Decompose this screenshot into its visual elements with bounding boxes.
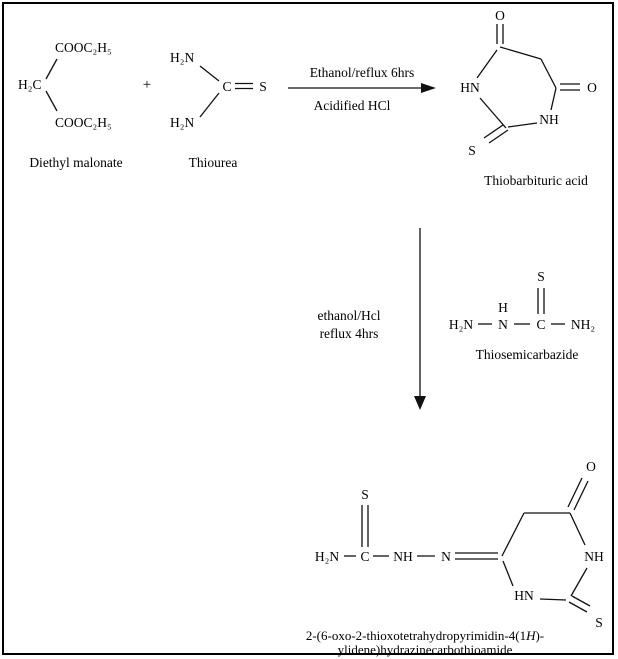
atom-label: NH (584, 549, 604, 564)
product-name-line1: 2-(6-oxo-2-thioxotetrahydropyrimidin-4(1… (255, 629, 595, 643)
atom-label: NH (539, 112, 559, 127)
atom-label: N (441, 549, 451, 564)
atom-label: H₂N (449, 317, 473, 332)
atom-label: O (587, 80, 597, 95)
bonds (45, 58, 58, 112)
reaction-arrow-down: ethanol/Hcl reflux 4hrs (318, 228, 426, 410)
atom-label: H (498, 300, 508, 315)
atom-label: HN (460, 80, 480, 95)
atom-label: H₂N (170, 50, 194, 65)
atom-label: C (360, 549, 369, 564)
thiourea-structure: H₂N H₂N C S Thiourea (170, 50, 267, 170)
thiosemicarbazide-label: Thiosemicarbazide (476, 347, 579, 362)
product-name-caption: 2-(6-oxo-2-thioxotetrahydropyrimidin-4(1… (255, 629, 595, 657)
diethyl-malonate-structure: COOC₂H₅ H₂C COOC₂H₅ Diethyl malonate (18, 40, 123, 170)
atom-label: S (595, 615, 603, 630)
atom-label: O (495, 8, 505, 23)
atom-label: NH₂ (571, 317, 595, 332)
atom-label: O (586, 459, 596, 474)
thiobarbituric-acid-label: Thiobarbituric acid (484, 173, 588, 188)
plus-sign: + (143, 77, 151, 93)
bonds (476, 24, 580, 144)
thiosemicarbazide-structure: S H₂N H N C NH₂ Thiosemicarbazide (449, 269, 595, 362)
atom-label: NH (393, 549, 413, 564)
atom-label: COOC₂H₅ (55, 40, 112, 55)
bonds (478, 288, 565, 325)
reaction-arrow-right: Ethanol/reflux 6hrs Acidified HCl (288, 65, 436, 113)
atom-label: N (498, 317, 508, 332)
bonds (199, 65, 253, 118)
atom-label: H₂C (18, 77, 41, 92)
product-structure: H₂N C S NH N O NH HN S (315, 459, 604, 630)
arrow1-condition-below: Acidified HCl (314, 98, 391, 113)
atom-label: S (468, 143, 476, 158)
product-name-part: )- (535, 628, 545, 643)
atom-label: COOC₂H₅ (55, 115, 112, 130)
product-name-line2: ylidene)hydrazinecarbothioamide (337, 642, 513, 657)
thiourea-label: Thiourea (189, 155, 238, 170)
atom-label: HN (514, 588, 534, 603)
atom-label: H₂N (170, 115, 194, 130)
thiobarbituric-acid-structure: O O HN NH S (460, 8, 597, 188)
atom-label: H₂N (315, 549, 339, 564)
product-name-italic-h: H (526, 628, 536, 643)
atom-label: S (537, 269, 545, 284)
atom-label: C (536, 317, 545, 332)
diethyl-malonate-label: Diethyl malonate (29, 155, 122, 170)
bonds (344, 477, 591, 613)
product-name-part: 2-(6-oxo-2-thioxotetrahydropyrimidin-4(1 (305, 628, 527, 643)
atom-label: S (259, 79, 267, 94)
arrow1-condition-above: Ethanol/reflux 6hrs (310, 65, 415, 80)
atom-label: C (222, 79, 231, 94)
arrow2-condition-line2: reflux 4hrs (320, 326, 379, 341)
atom-label: S (361, 487, 369, 502)
arrow2-condition-line1: ethanol/Hcl (318, 308, 381, 323)
